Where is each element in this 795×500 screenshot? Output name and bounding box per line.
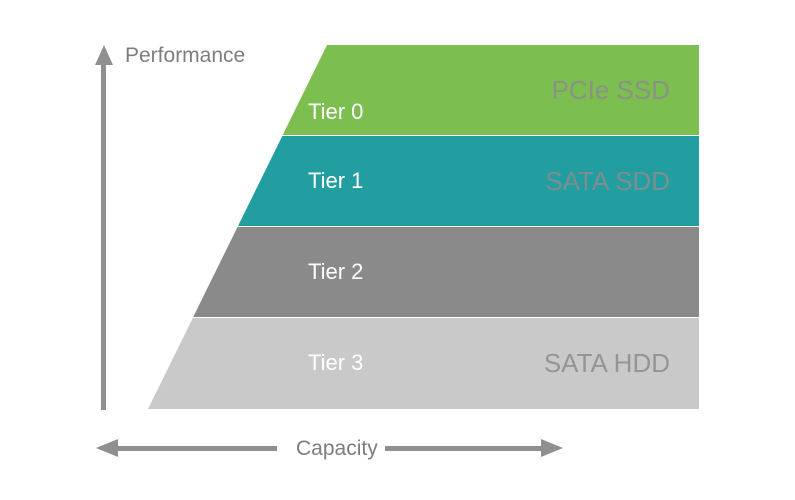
up-arrow-icon (95, 45, 113, 65)
tier-0-technology-label: PCIe SSD (551, 75, 671, 105)
performance-axis-line (101, 62, 106, 410)
tier-pyramid: Tier 0 PCIe SSD Tier 1 SATA SDD Tier 2 T… (148, 45, 699, 409)
tier-row-1: Tier 1 SATA SDD (238, 136, 699, 226)
right-arrow-icon (541, 439, 563, 457)
tier-2-name-label: Tier 2 (308, 259, 364, 284)
left-arrow-icon (96, 439, 118, 457)
tier-row-3: Tier 3 SATA HDD (148, 318, 699, 409)
capacity-axis-line-right (385, 446, 549, 451)
tier-row-0: Tier 0 PCIe SSD (282, 45, 699, 135)
tier-row-2: Tier 2 (193, 227, 699, 317)
capacity-axis-label: Capacity (296, 437, 378, 460)
tier-3-technology-label: SATA HDD (543, 348, 670, 378)
performance-axis-label: Performance (125, 44, 246, 67)
tier-3-name-label: Tier 3 (308, 350, 364, 375)
tier-0-name-label: Tier 0 (308, 99, 364, 124)
tier-1-name-label: Tier 1 (308, 168, 364, 193)
capacity-axis-line-left (114, 446, 277, 451)
tier-1-technology-label: SATA SDD (545, 166, 670, 196)
